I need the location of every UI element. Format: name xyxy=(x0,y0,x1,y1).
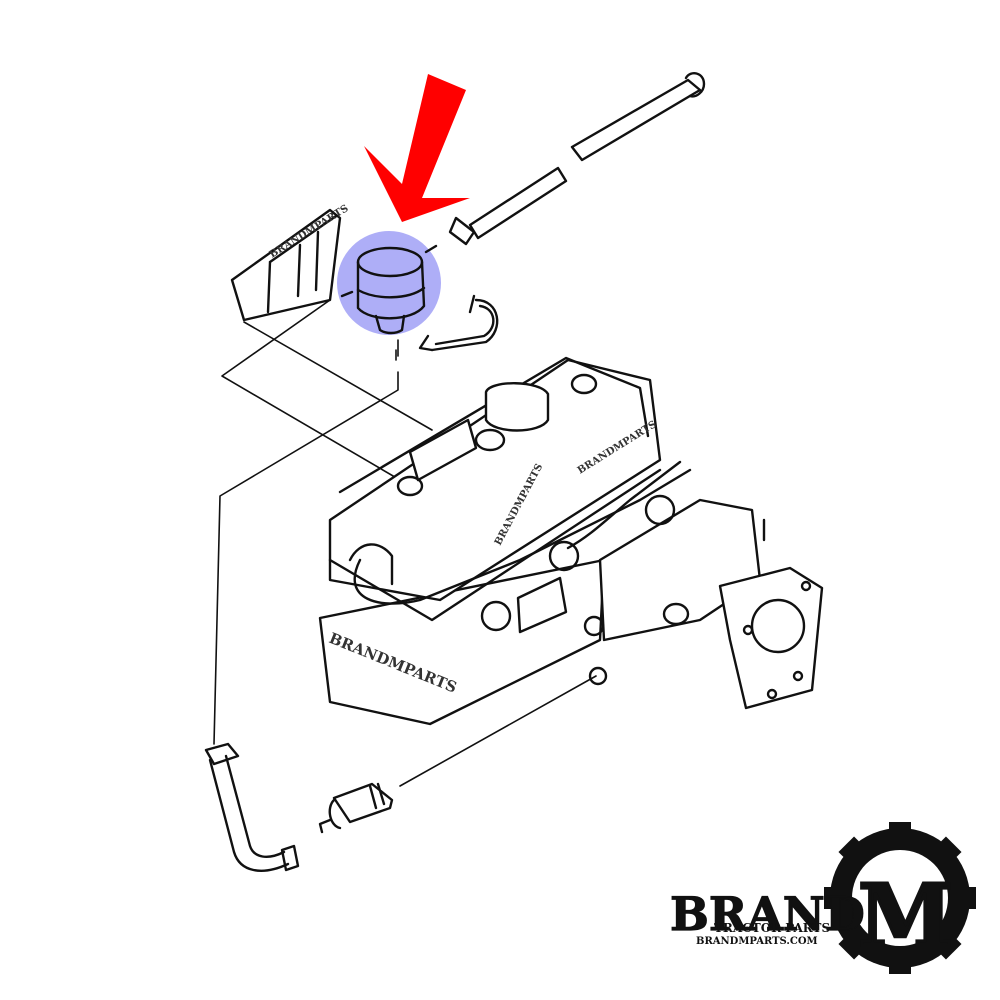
highlight-circle xyxy=(337,231,441,335)
engine-block: BRANDMPARTS BRANDMPARTS BRANDMPARTS xyxy=(318,356,824,726)
red-pointer-arrow xyxy=(364,74,470,222)
callout-lines xyxy=(213,299,597,787)
clamp-band xyxy=(418,294,499,352)
logo-letter-m: M xyxy=(858,866,953,967)
breather-canister xyxy=(337,231,441,335)
logo-brand-text: BRAND xyxy=(670,887,865,941)
logo-subtitle: TRACTOR PARTS xyxy=(714,921,830,935)
brand-m-logo: M BRAND TRACTOR PARTS BRANDMPARTS.COM xyxy=(669,822,976,974)
hose-fitting xyxy=(318,782,394,834)
logo-url: BRANDMPARTS.COM xyxy=(696,936,818,947)
mounting-bracket: BRANDMPARTS xyxy=(230,203,351,322)
lower-hose xyxy=(204,742,300,872)
upper-pipe xyxy=(448,72,706,246)
